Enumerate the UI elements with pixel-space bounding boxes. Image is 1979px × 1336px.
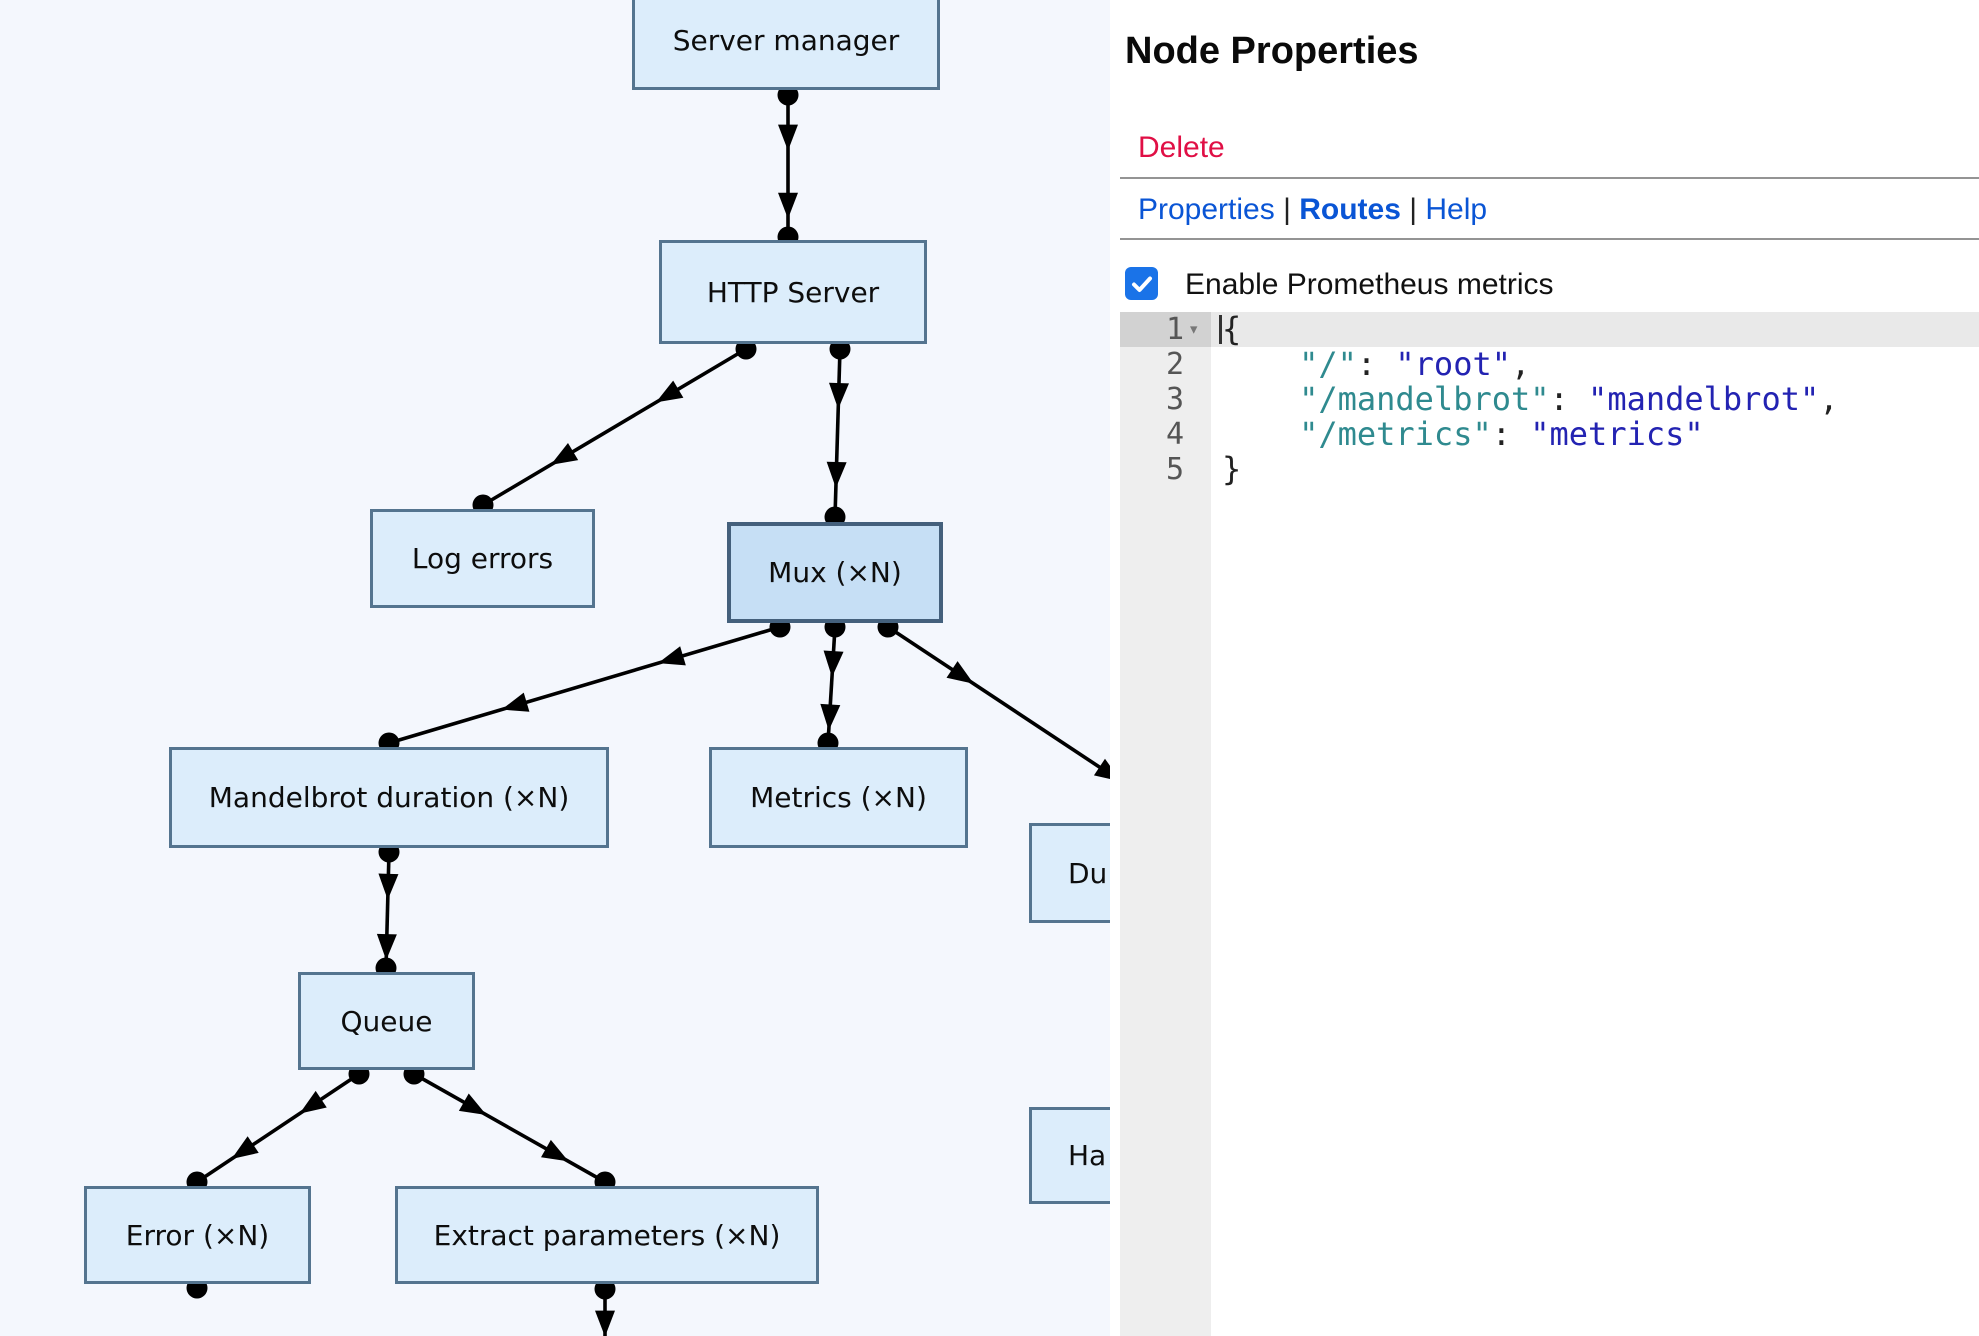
arrowhead-icon	[658, 646, 686, 666]
arrowhead-icon	[541, 1139, 569, 1162]
tab-help[interactable]: Help	[1425, 193, 1488, 226]
arrowhead-icon	[828, 382, 849, 410]
arrowhead-icon	[376, 933, 397, 961]
node-duration-partial[interactable]: Du	[1029, 823, 1110, 923]
node-metrics[interactable]: Metrics (×N)	[709, 747, 968, 848]
node-label: Extract parameters (×N)	[433, 1218, 781, 1252]
fold-arrow-icon[interactable]: ▾	[1188, 318, 1200, 340]
gutter-cell: 1▾	[1120, 312, 1211, 347]
text-cursor	[1219, 315, 1222, 344]
arrowhead-icon	[946, 661, 974, 684]
prometheus-metrics-checkbox[interactable]	[1125, 267, 1158, 300]
page-title: Node Properties	[1125, 30, 1419, 72]
editor-line[interactable]: 2 "/": "root",	[1120, 345, 1979, 383]
arrowhead-icon	[655, 380, 684, 403]
code-text: {	[1222, 310, 1242, 348]
node-label: Queue	[340, 1004, 433, 1038]
tab-separator: |	[1274, 193, 1300, 226]
line-number: 1	[1165, 312, 1184, 347]
edges-layer	[186, 84, 1110, 1336]
node-handler-partial[interactable]: Ha	[1029, 1107, 1110, 1204]
divider	[1120, 238, 1979, 240]
arrowhead-icon	[550, 442, 579, 465]
code-text: "/mandelbrot": "mandelbrot",	[1299, 380, 1839, 418]
line-number: 3	[1165, 382, 1184, 417]
delete-node-link[interactable]: Delete	[1138, 131, 1225, 164]
arrowhead-icon	[1093, 758, 1110, 779]
node-label: Ha	[1068, 1139, 1107, 1172]
edge-line	[196, 1072, 360, 1184]
arrowhead-icon	[595, 1310, 615, 1336]
arrowhead-icon	[820, 703, 841, 731]
line-number: 2	[1165, 347, 1184, 382]
code-text: "/metrics": "metrics"	[1299, 415, 1704, 453]
editor-line[interactable]: 5}	[1120, 450, 1979, 488]
arrowhead-icon	[299, 1090, 327, 1114]
panel-tabs: Properties | Routes | Help	[1138, 193, 1487, 227]
line-number: 5	[1165, 452, 1184, 487]
line-number: 4	[1165, 417, 1184, 452]
editor-gutter	[1120, 312, 1211, 1336]
node-server-manager[interactable]: Server manager	[632, 0, 940, 90]
node-log-errors[interactable]: Log errors	[370, 509, 595, 608]
node-label: Mux (×N)	[768, 556, 902, 589]
arrowhead-icon	[501, 692, 530, 712]
gutter-cell: 4	[1120, 417, 1211, 452]
node-mux[interactable]: Mux (×N)	[727, 522, 943, 623]
edge-line	[482, 347, 747, 507]
edge-line	[833, 348, 842, 518]
arrowhead-icon	[778, 124, 798, 151]
arrowhead-icon	[231, 1136, 259, 1159]
node-error[interactable]: Error (×N)	[84, 1186, 311, 1284]
node-label: Du	[1068, 856, 1108, 890]
gutter-cell: 5	[1120, 452, 1211, 487]
edge-line	[388, 625, 781, 745]
arrowhead-icon	[378, 873, 399, 900]
gutter-cell: 2	[1120, 347, 1211, 382]
code-text: }	[1222, 450, 1242, 488]
code-text: "/": "root",	[1299, 345, 1531, 383]
divider	[1120, 177, 1979, 179]
edge-line	[887, 625, 1110, 777]
arrowhead-icon	[458, 1093, 487, 1115]
node-label: Metrics (×N)	[750, 781, 927, 814]
node-label: Error (×N)	[125, 1218, 270, 1252]
node-queue[interactable]: Queue	[298, 972, 475, 1070]
node-properties-panel: Node Properties Delete Properties | Rout…	[1110, 0, 1979, 1336]
gutter-cell: 3	[1120, 382, 1211, 417]
node-extract-parameters[interactable]: Extract parameters (×N)	[395, 1186, 819, 1284]
tab-separator: |	[1400, 193, 1426, 226]
node-label: Server manager	[672, 23, 900, 57]
edge-line	[413, 1072, 606, 1184]
node-label: Mandelbrot duration (×N)	[208, 781, 570, 814]
arrowhead-icon	[778, 192, 798, 219]
editor-line[interactable]: 4 "/metrics": "metrics"	[1120, 415, 1979, 453]
arrowhead-icon	[826, 461, 847, 488]
editor-line[interactable]: 3 "/mandelbrot": "mandelbrot",	[1120, 380, 1979, 418]
checkmark-icon	[1131, 276, 1152, 292]
tab-routes[interactable]: Routes	[1299, 193, 1401, 226]
arrowhead-icon	[823, 650, 844, 678]
routes-code-editor[interactable]: 1▾{2 "/": "root",3 "/mandelbrot": "mande…	[1120, 312, 1979, 1336]
prometheus-checkbox-label: Enable Prometheus metrics	[1185, 268, 1554, 301]
node-label: Log errors	[411, 542, 554, 575]
node-label: HTTP Server	[706, 275, 880, 309]
tab-properties[interactable]: Properties	[1138, 193, 1275, 226]
node-http-server[interactable]: HTTP Server	[659, 240, 927, 344]
editor-line[interactable]: 1▾ {	[1120, 312, 1979, 347]
node-mandelbrot-duration[interactable]: Mandelbrot duration (×N)	[169, 747, 609, 848]
